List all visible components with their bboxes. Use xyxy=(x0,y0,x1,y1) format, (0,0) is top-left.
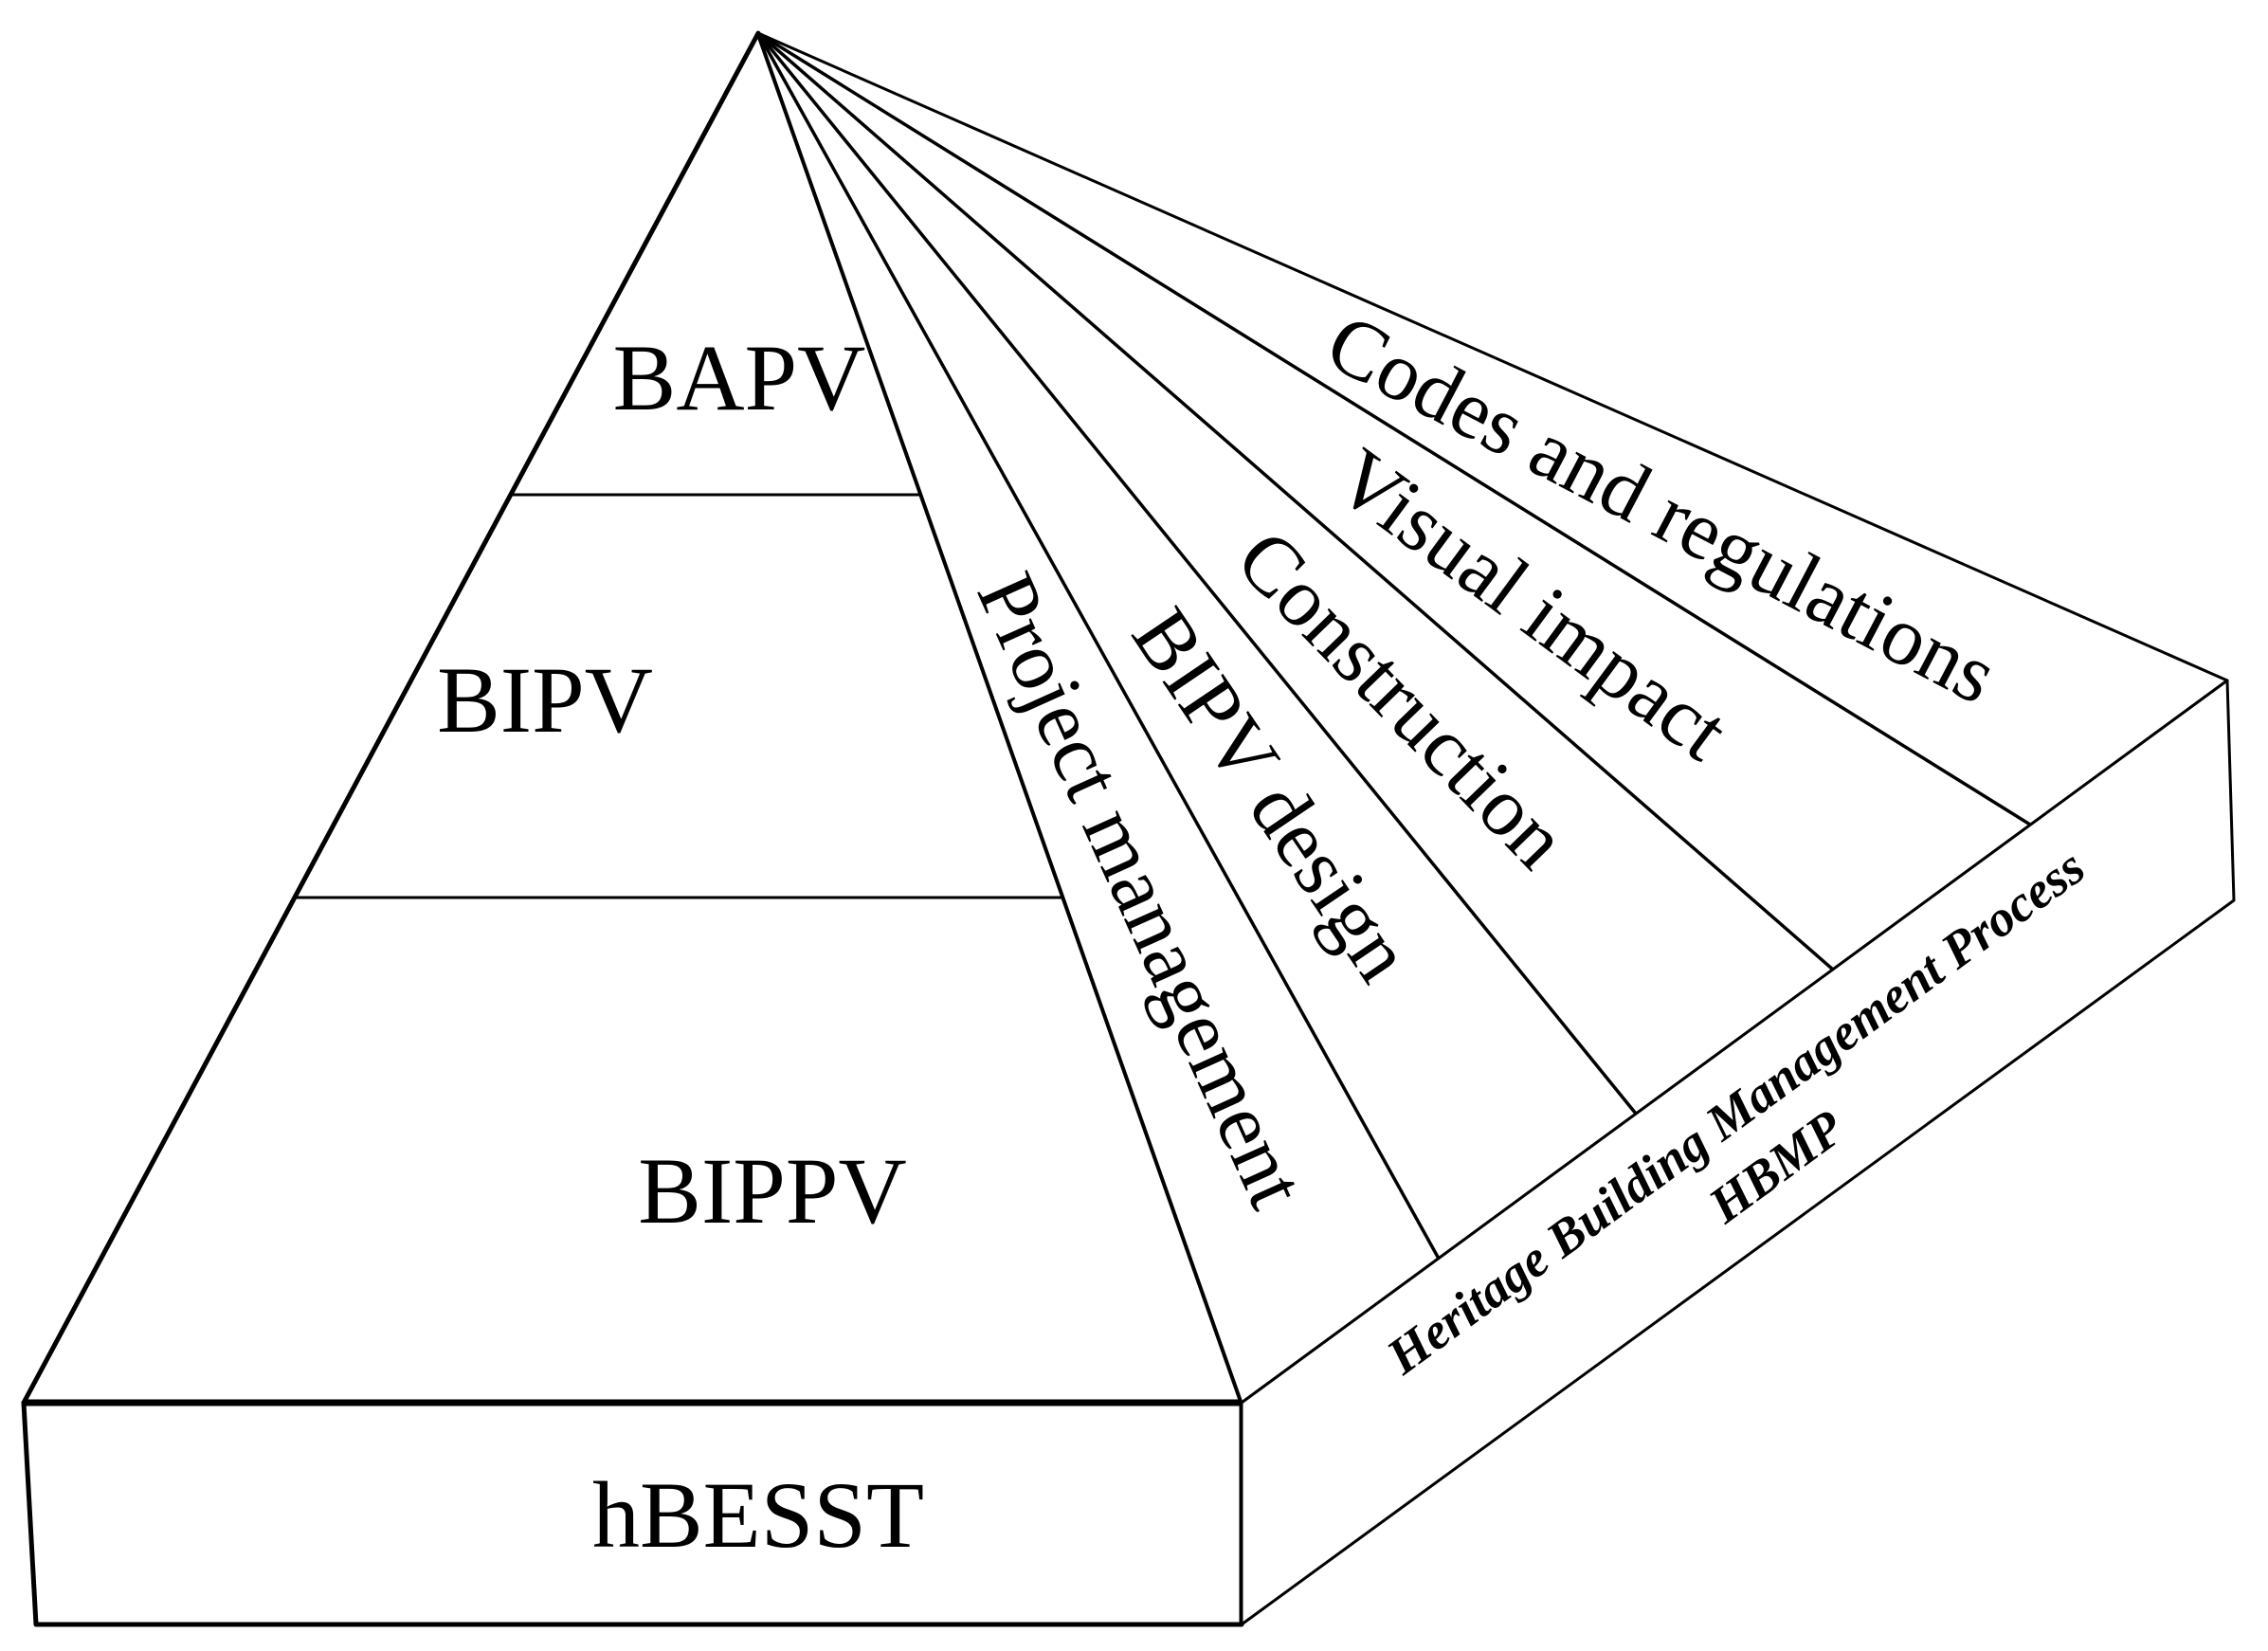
base-band-side-face xyxy=(1240,679,2236,1626)
fan-line-bipv-design-construction xyxy=(756,31,1638,1116)
fan-line-visual-impact-codes xyxy=(757,31,2031,826)
layer-label-hbesst: hBESST xyxy=(592,1462,924,1568)
layer-label-bipv: BIPV xyxy=(437,647,653,753)
fan-line-project-management-bipv-design xyxy=(756,32,1441,1260)
fan-line-construction-visual-impact xyxy=(756,31,1835,971)
layer-label-bapv: BAPV xyxy=(613,325,866,430)
layer-label-bippv: BIPPV xyxy=(638,1138,906,1243)
